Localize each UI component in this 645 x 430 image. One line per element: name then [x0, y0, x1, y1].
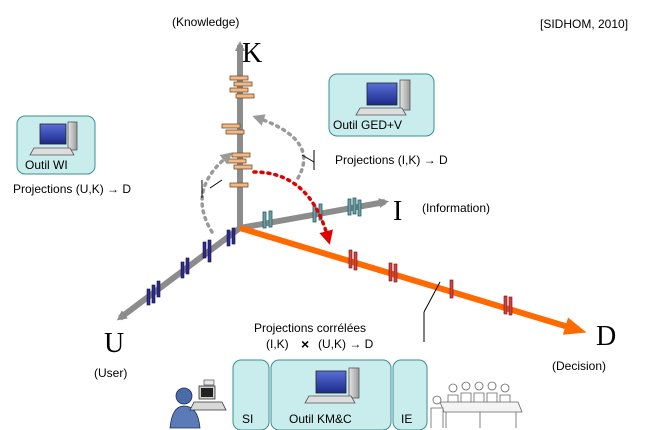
knowledge-markers: [221, 75, 255, 188]
axis-d-letter: D: [596, 321, 616, 352]
tool-si-label: SI: [242, 412, 253, 426]
projection-ik-label: Projections (I,K) → D: [335, 153, 448, 167]
tool-box-ged: Outil GED+V: [328, 73, 435, 137]
axis-u-label: (User): [94, 366, 127, 380]
computer-icon: [304, 367, 360, 404]
axis-d-label: (Decision): [552, 359, 606, 373]
user-axis: [116, 225, 242, 321]
information-markers: [262, 197, 362, 229]
citation-label: [SIDHOM, 2010]: [540, 17, 628, 31]
computer-icon: [29, 121, 78, 156]
computer-icon: [355, 79, 411, 116]
tool-box-ie: [392, 359, 428, 430]
axis-i-label: (Information): [422, 201, 490, 215]
tool-box-wi: Outil WI: [16, 115, 96, 175]
projection-correlated-right: (U,K) → D: [318, 337, 374, 351]
projection-correlated-times: ×: [301, 336, 309, 352]
decision-axis: [239, 225, 587, 335]
tool-ged-label: Outil GED+V: [333, 118, 402, 132]
tool-box-si: [232, 359, 270, 430]
tool-ie-label: IE: [401, 412, 412, 426]
axis-k-letter: K: [242, 38, 262, 69]
meeting-audience-icon: [430, 381, 523, 428]
information-axis: [239, 198, 389, 231]
user-markers: [146, 227, 236, 306]
tool-km-label: Outil KM&C: [289, 412, 352, 426]
projection-correlated-left: (I,K): [266, 337, 289, 351]
user-workstation-icon: [169, 379, 227, 429]
ik-to-d-red-arrow: [252, 170, 333, 245]
axis-u-letter: U: [104, 328, 124, 359]
axis-k-label: (Knowledge): [172, 15, 239, 29]
tool-wi-label: Outil WI: [25, 158, 68, 172]
bottom-tool-strip: SI Outil KM&C IE: [232, 359, 428, 430]
projection-correlated-line1: Projections corrélées: [254, 321, 366, 335]
projection-uk-label: Projections (U,K) → D: [13, 182, 131, 196]
tool-box-km: [270, 359, 392, 430]
axis-i-letter: I: [393, 196, 402, 227]
decision-markers: [348, 249, 513, 316]
ik-gray-dotted-arrow: [252, 114, 306, 180]
callout-leaders: [201, 150, 441, 342]
uk-gray-dotted-arrow: [200, 152, 233, 234]
